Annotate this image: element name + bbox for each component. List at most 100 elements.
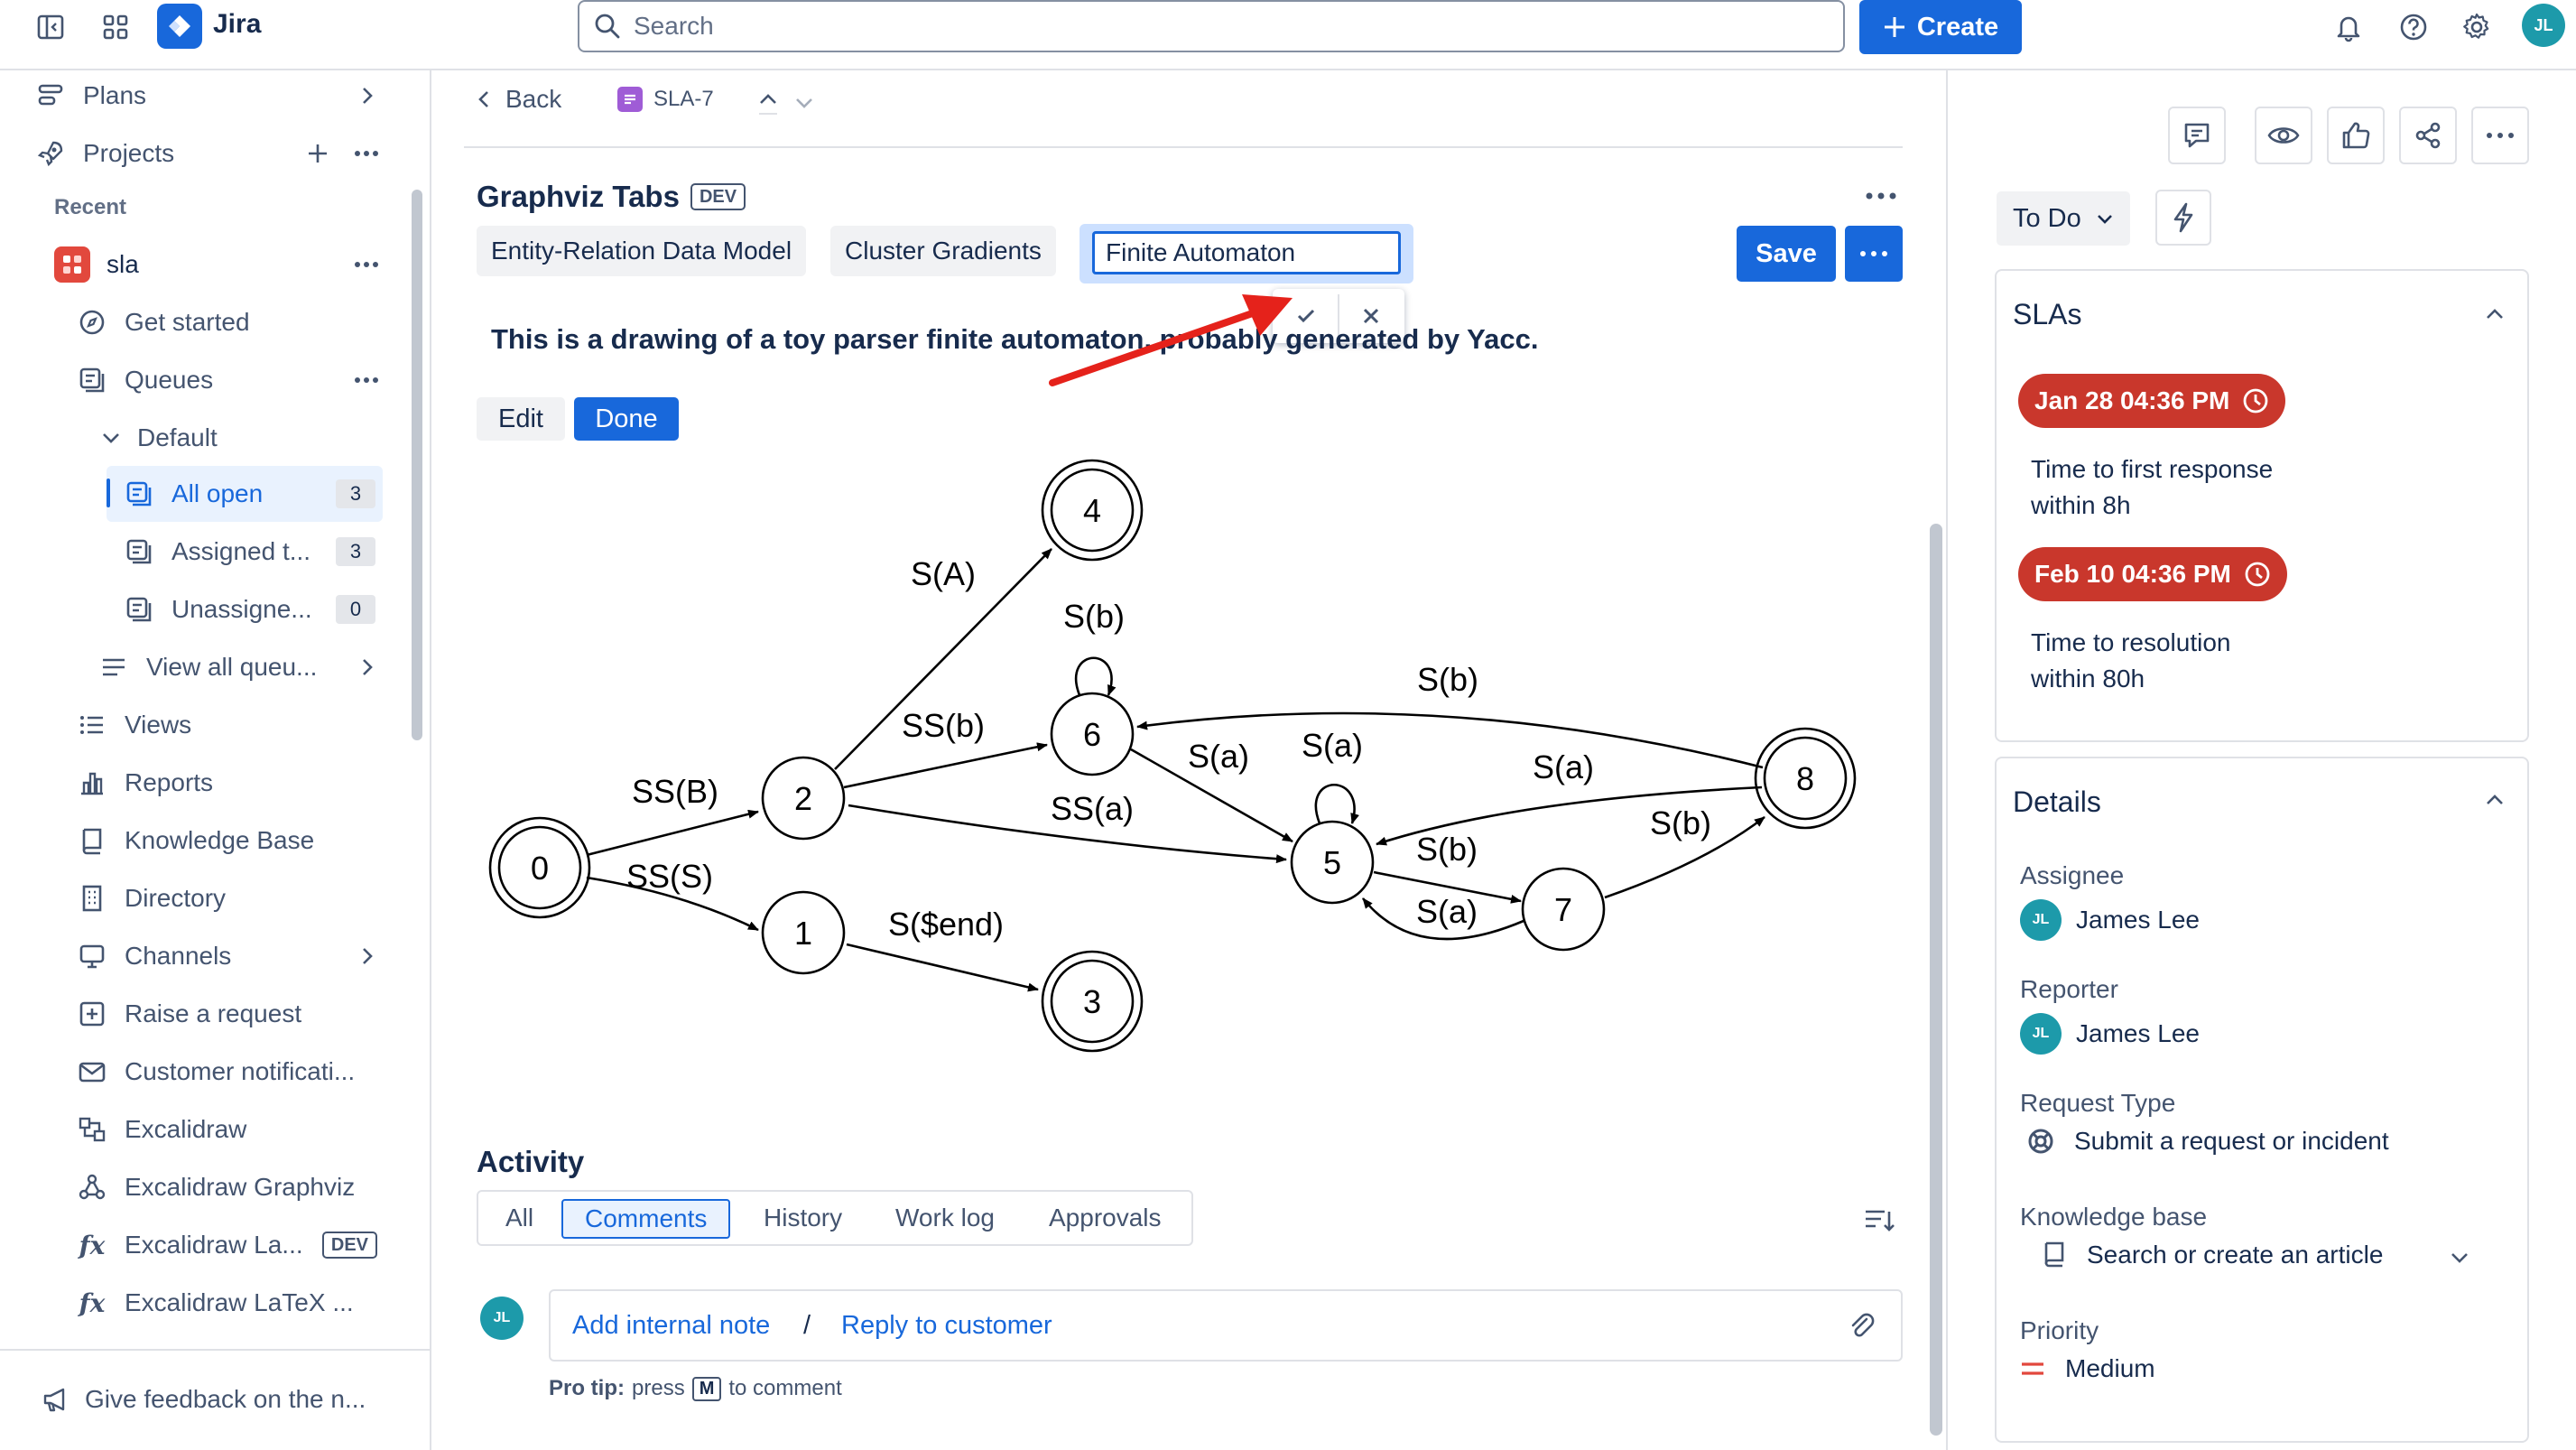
- sidebar-item-plans[interactable]: Plans: [34, 70, 377, 121]
- chevron-down-icon[interactable]: [2450, 1248, 2469, 1268]
- feedback-link[interactable]: Give feedback on the n...: [40, 1374, 410, 1425]
- sidebar-item-default[interactable]: Default: [101, 413, 377, 463]
- app-switcher-icon[interactable]: [99, 11, 132, 43]
- more-actions-icon[interactable]: [354, 261, 379, 268]
- add-internal-note-link[interactable]: Add internal note: [572, 1311, 771, 1340]
- sidebar-item-reports[interactable]: Reports: [76, 758, 377, 808]
- rocket-icon: [34, 137, 67, 170]
- header-divider: [464, 146, 1903, 148]
- add-square-icon: [76, 998, 108, 1030]
- panel-more-icon[interactable]: [1865, 191, 1897, 200]
- request-type-field[interactable]: Submit a request or incident: [2027, 1127, 2389, 1156]
- edit-button[interactable]: Edit: [477, 397, 565, 441]
- building-icon: [76, 882, 108, 915]
- more-actions-icon[interactable]: [354, 376, 379, 384]
- comment-box[interactable]: Add internal note / Reply to customer: [549, 1289, 1903, 1362]
- attachment-icon[interactable]: [1849, 1311, 1876, 1342]
- status-dropdown[interactable]: To Do: [1997, 191, 2130, 246]
- sidebar-scrollbar[interactable]: [412, 190, 422, 740]
- comment-avatar: JL: [480, 1297, 524, 1340]
- keyboard-key: M: [691, 1376, 722, 1401]
- next-issue-icon[interactable]: [792, 90, 816, 117]
- chevron-right-icon: [363, 948, 373, 964]
- automation-button[interactable]: [2155, 190, 2211, 246]
- issue-key-link[interactable]: SLA-7: [617, 81, 714, 117]
- sidebar-toggle-icon[interactable]: [34, 11, 67, 43]
- tab-cluster-gradients[interactable]: Cluster Gradients: [830, 226, 1056, 276]
- graph-edge-label: SS(B): [632, 773, 718, 810]
- settings-gear-icon[interactable]: [2457, 7, 2497, 47]
- sidebar-item-directory[interactable]: Directory: [76, 873, 377, 924]
- feedback-button[interactable]: [2168, 107, 2226, 164]
- sidebar-item-raise-request[interactable]: Raise a request: [76, 989, 377, 1039]
- tab-name-input[interactable]: [1092, 231, 1401, 274]
- sidebar-item-excalidraw-la[interactable]: fx Excalidraw La... DEV: [76, 1220, 383, 1270]
- create-button[interactable]: Create: [1859, 0, 2022, 54]
- save-button[interactable]: Save: [1737, 226, 1836, 282]
- graph-node-0: 0: [488, 816, 591, 919]
- main-scrollbar[interactable]: [1930, 524, 1942, 1436]
- selected-indicator: [107, 479, 110, 507]
- vote-button[interactable]: [2327, 107, 2385, 164]
- knowledge-base-field[interactable]: Search or create an article: [2042, 1241, 2383, 1269]
- more-actions-button[interactable]: [2471, 107, 2529, 164]
- tab-all[interactable]: All: [505, 1204, 534, 1232]
- previous-issue-icon[interactable]: [756, 87, 780, 117]
- sidebar-item-get-started[interactable]: Get started: [76, 297, 377, 348]
- back-link[interactable]: Back: [475, 81, 561, 117]
- tab-history[interactable]: History: [764, 1204, 843, 1232]
- share-button[interactable]: [2399, 107, 2457, 164]
- tab-entity-relation[interactable]: Entity-Relation Data Model: [477, 226, 807, 276]
- save-options-button[interactable]: [1845, 226, 1903, 282]
- sidebar-item-view-all-queues[interactable]: View all queu...: [97, 642, 377, 692]
- user-avatar[interactable]: JL: [2522, 4, 2565, 47]
- details-card: Details Assignee JL James Lee Reporter J…: [1995, 757, 2529, 1443]
- sidebar-item-project-sla[interactable]: sla: [54, 239, 379, 290]
- reporter-field[interactable]: JL James Lee: [2020, 1013, 2200, 1055]
- tab-comments[interactable]: Comments: [561, 1199, 731, 1239]
- sidebar-item-unassigned[interactable]: Unassigne... 0: [123, 584, 383, 635]
- request-type-value: Submit a request or incident: [2074, 1127, 2389, 1155]
- sort-order-icon[interactable]: [1863, 1206, 1895, 1235]
- search-input[interactable]: Search: [578, 0, 1845, 52]
- knowledge-base-label: Knowledge base: [2020, 1203, 2208, 1231]
- collapse-chevron-icon[interactable]: [2484, 789, 2506, 811]
- watch-button[interactable]: [2255, 107, 2312, 164]
- graph-edge-label: S(a): [1416, 893, 1478, 930]
- tab-work-log[interactable]: Work log: [895, 1204, 995, 1232]
- more-actions-icon[interactable]: [354, 150, 379, 157]
- confirm-button[interactable]: [1278, 294, 1334, 338]
- sidebar-item-all-open[interactable]: All open 3: [123, 469, 383, 519]
- sidebar-label: Channels: [125, 942, 232, 970]
- collapse-chevron-icon[interactable]: [2484, 303, 2506, 325]
- sidebar-item-knowledge-base[interactable]: Knowledge Base: [76, 815, 377, 866]
- sidebar-label: Excalidraw LaTeX ...: [125, 1288, 354, 1316]
- plans-icon: [34, 79, 67, 112]
- graph-node-7: 7: [1521, 867, 1606, 952]
- notifications-bell-icon[interactable]: [2329, 7, 2368, 47]
- sidebar-item-customer-notifications[interactable]: Customer notificati...: [76, 1046, 401, 1097]
- reply-to-customer-link[interactable]: Reply to customer: [841, 1311, 1052, 1340]
- priority-field[interactable]: Medium: [2020, 1354, 2155, 1383]
- graph-edge-6-6: [1074, 656, 1117, 696]
- sidebar-item-channels[interactable]: Channels: [76, 931, 377, 981]
- sidebar-item-excalidraw-graphviz[interactable]: Excalidraw Graphviz: [76, 1162, 401, 1213]
- brand-name[interactable]: Jira: [213, 9, 262, 39]
- sidebar-item-assigned[interactable]: Assigned t... 3: [123, 526, 383, 577]
- assignee-field[interactable]: JL James Lee: [2020, 899, 2200, 941]
- graph-edge-label: S(A): [911, 555, 976, 592]
- cancel-button[interactable]: [1343, 294, 1399, 338]
- sidebar-item-queues[interactable]: Queues: [76, 355, 379, 405]
- plus-icon[interactable]: [307, 143, 329, 164]
- done-button[interactable]: Done: [574, 397, 679, 441]
- sidebar-item-excalidraw[interactable]: Excalidraw: [76, 1104, 377, 1155]
- sidebar-item-excalidraw-latex[interactable]: fx Excalidraw LaTeX ...: [76, 1278, 401, 1328]
- graph-node-label: 8: [1796, 760, 1814, 797]
- search-placeholder: Search: [634, 12, 714, 40]
- sidebar-item-views[interactable]: Views: [76, 700, 377, 750]
- jira-logo-icon[interactable]: [157, 4, 202, 49]
- sidebar-item-projects[interactable]: Projects: [34, 128, 379, 179]
- help-icon[interactable]: [2394, 7, 2433, 47]
- graph-edge-8-6: [1136, 711, 1764, 769]
- tab-approvals[interactable]: Approvals: [1049, 1204, 1162, 1232]
